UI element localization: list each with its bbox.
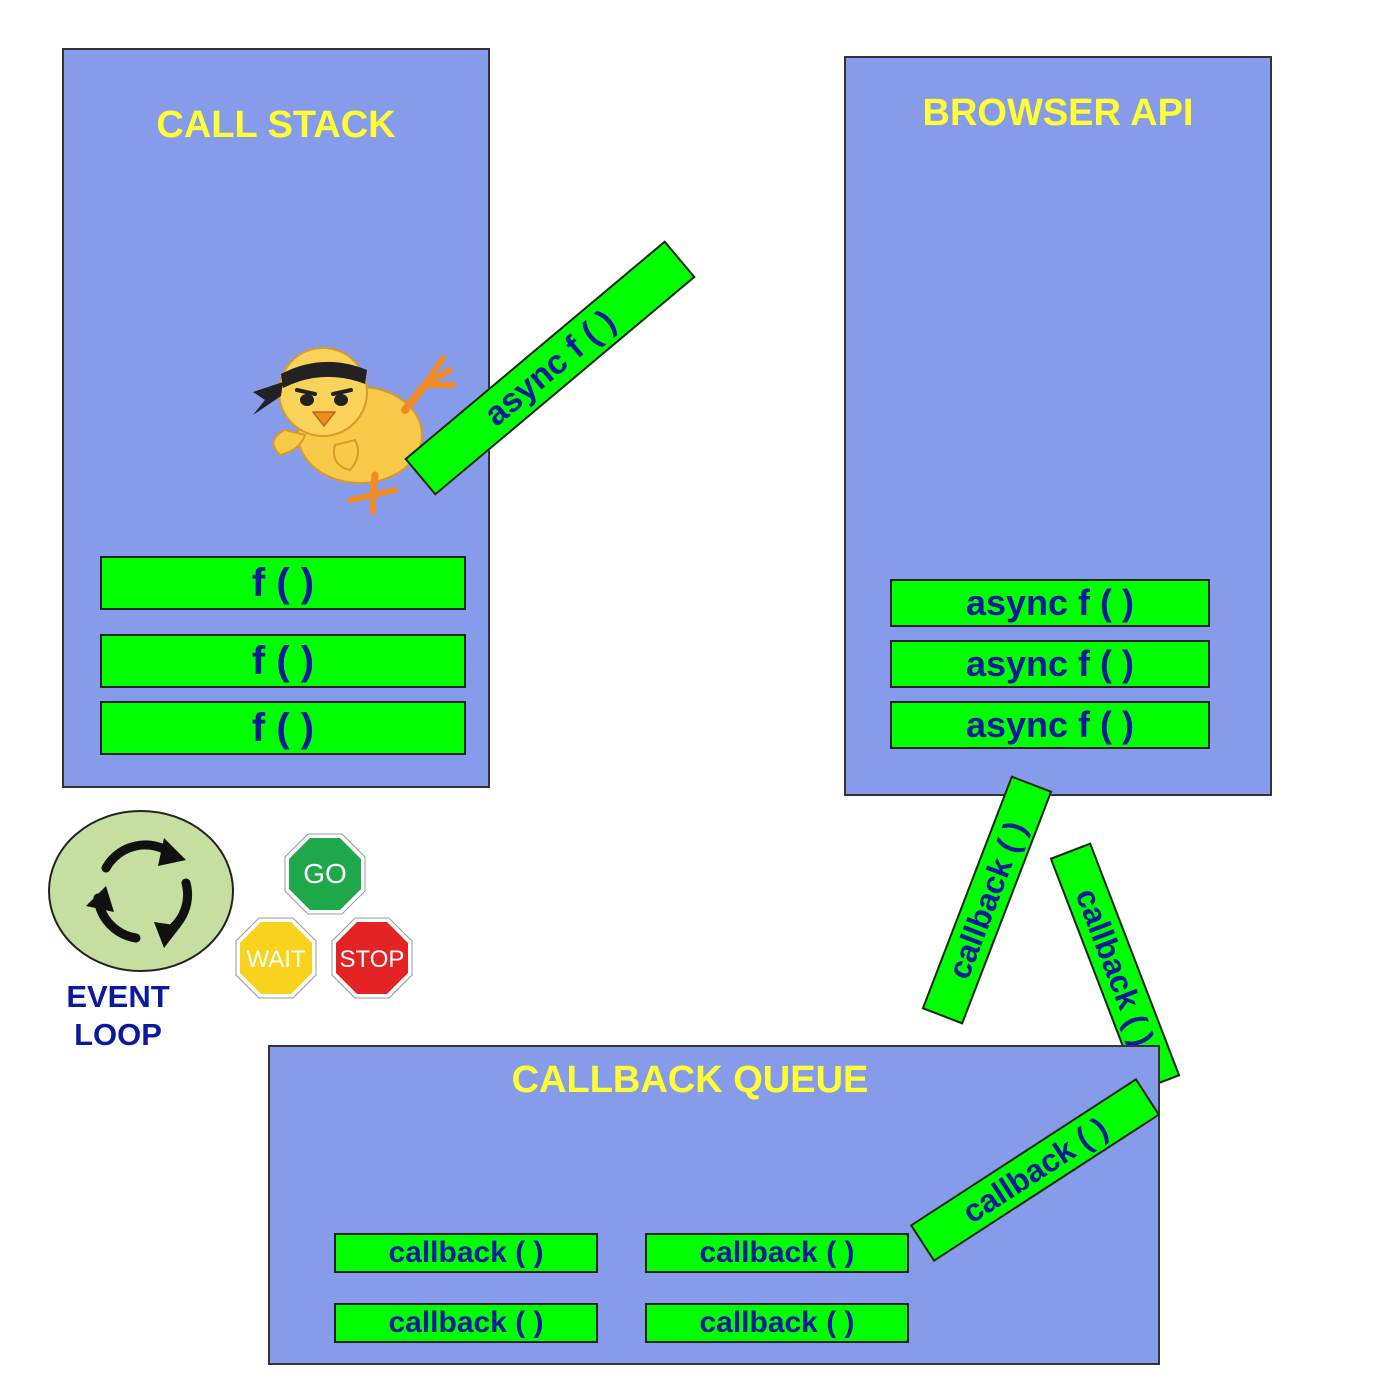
callback-queue-item: callback ( ) — [334, 1233, 598, 1273]
call-stack-frame: f ( ) — [100, 701, 466, 755]
call-stack-frame: f ( ) — [100, 634, 466, 688]
browser-api-item: async f ( ) — [890, 701, 1210, 749]
browser-api-item: async f ( ) — [890, 640, 1210, 688]
callback-queue-item: callback ( ) — [334, 1303, 598, 1343]
go-sign-text: GO — [303, 858, 347, 889]
event-loop-cycle-icon — [48, 810, 234, 972]
call-stack-frame: f ( ) — [100, 556, 466, 610]
call-stack-title: CALL STACK — [156, 104, 396, 146]
chick-mascot-icon — [253, 347, 456, 515]
event-loop-label-line1: EVENT — [66, 979, 170, 1014]
browser-api-title: BROWSER API — [922, 92, 1194, 134]
stop-sign-icon: STOP — [331, 917, 413, 999]
browser-api-item: async f ( ) — [890, 579, 1210, 627]
wait-sign-text: WAIT — [246, 946, 305, 973]
callback-queue-item: callback ( ) — [645, 1303, 909, 1343]
stop-sign-text: STOP — [340, 946, 405, 973]
wait-sign-icon: WAIT — [235, 917, 317, 999]
callback-in-transit: callback ( ) — [921, 775, 1053, 1025]
event-loop-label: EVENT LOOP — [40, 978, 196, 1054]
callback-queue-title: CALLBACK QUEUE — [511, 1059, 869, 1101]
go-sign-icon: GO — [284, 833, 366, 915]
event-loop-label-line2: LOOP — [74, 1017, 162, 1052]
callback-queue-item: callback ( ) — [645, 1233, 909, 1273]
